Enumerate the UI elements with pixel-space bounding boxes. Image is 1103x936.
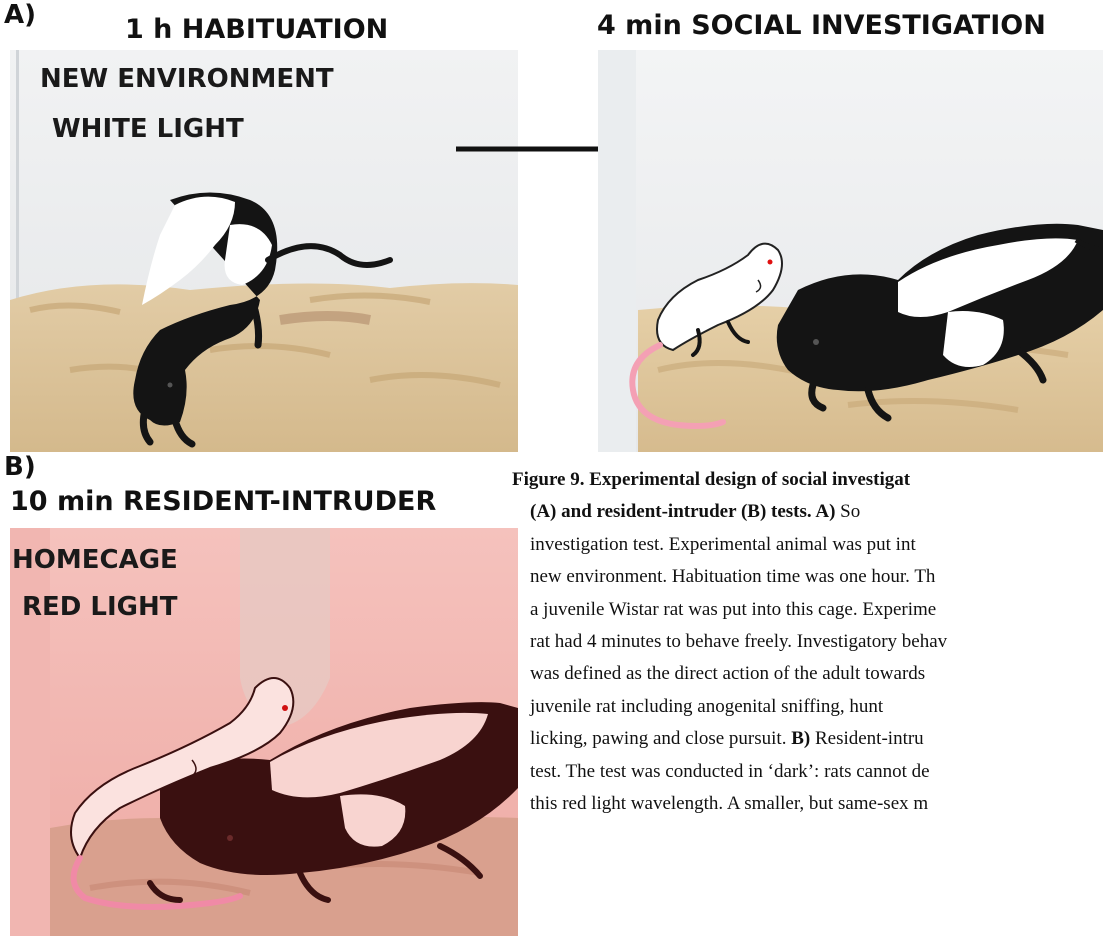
resident-intruder-heading: 10 min RESIDENT-INTRUDER — [10, 486, 436, 517]
caption-title: Figure 9. Experimental design of social … — [512, 469, 910, 490]
panel-b-letter: B) — [4, 452, 36, 482]
social-investigation-cage-illustration — [598, 50, 1103, 452]
caption-line-4: new environment. Habituation time was on… — [512, 561, 1103, 593]
caption-line-6: rat had 4 minutes to behave freely. Inve… — [512, 626, 1103, 658]
caption-line-7: was defined as the direct action of the … — [512, 658, 1103, 690]
panel-a-letter: A) — [4, 0, 36, 30]
caption-line-9-post: Resident-intru — [810, 728, 923, 749]
caption-line-8: juvenile rat including anogenital sniffi… — [512, 691, 1103, 723]
caption-line-2-rest: So — [835, 501, 860, 522]
new-environment-label: NEW ENVIRONMENT — [40, 64, 334, 94]
white-light-label: WHITE LIGHT — [52, 114, 244, 144]
caption-line-9-pre: licking, pawing and close pursuit. — [530, 728, 791, 749]
figure-caption: Figure 9. Experimental design of social … — [512, 464, 1103, 936]
resident-intruder-cage-illustration — [10, 528, 518, 936]
caption-line-10: test. The test was conducted in ‘dark’: … — [512, 756, 1103, 788]
habituation-cage-illustration — [10, 50, 518, 452]
homecage-label: HOMECAGE — [12, 545, 178, 575]
caption-line-11: this red light wavelength. A smaller, bu… — [512, 788, 1103, 820]
habituation-heading: 1 h HABITUATION — [125, 14, 388, 45]
social-investigation-heading: 4 min SOCIAL INVESTIGATION — [597, 10, 1046, 41]
caption-line-9-bold: B) — [791, 728, 810, 749]
caption-line-5: a juvenile Wistar rat was put into this … — [512, 594, 1103, 626]
caption-line-2-bold: (A) and resident-intruder (B) tests. A) — [530, 501, 835, 522]
caption-line-3: investigation test. Experimental animal … — [512, 529, 1103, 561]
red-light-label: RED LIGHT — [22, 592, 178, 622]
